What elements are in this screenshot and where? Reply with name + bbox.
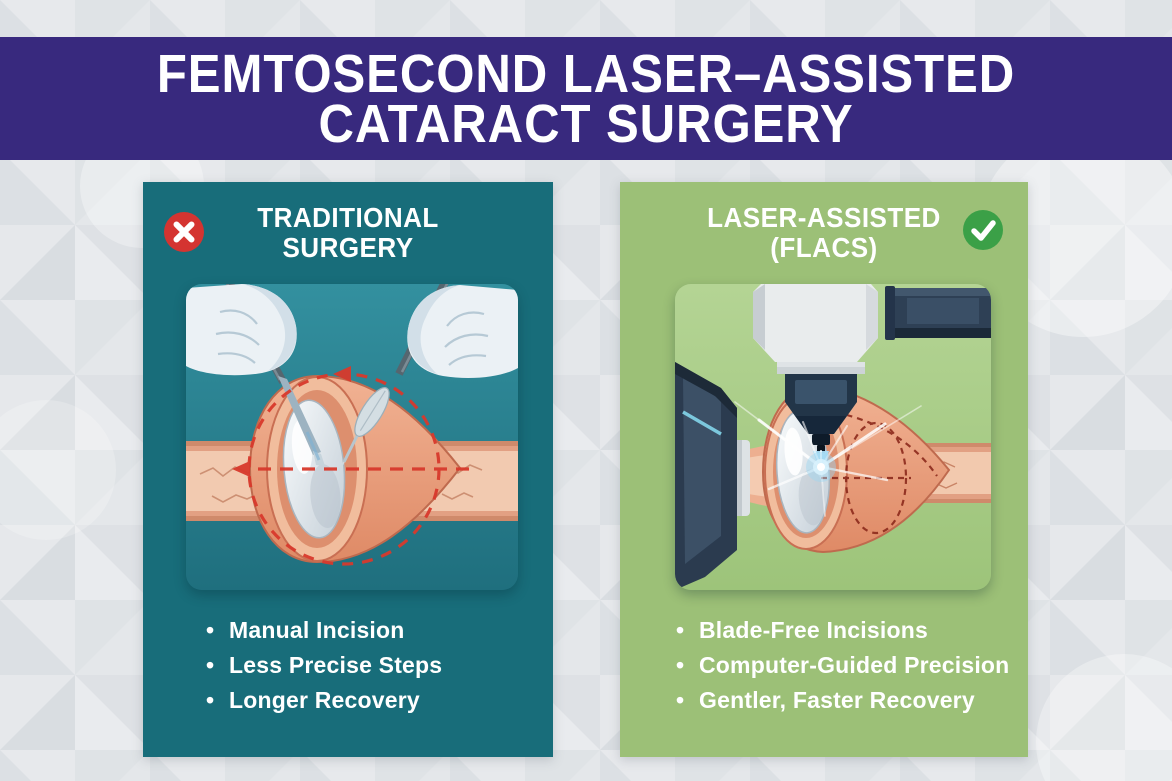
list-item: Blade-Free Incisions <box>676 613 1024 648</box>
docking-microscope <box>675 362 783 590</box>
page-title: FEMTOSECOND LASER–ASSISTED CATARACT SURG… <box>53 43 1120 154</box>
laser-assisted-flacs-card: LASER-ASSISTED (FLACS) <box>620 182 1028 757</box>
manual-incision-illustration <box>186 284 518 590</box>
x-icon <box>163 211 205 253</box>
laser-beam <box>734 401 922 517</box>
laser-device <box>753 284 991 453</box>
laser-pattern-guide <box>821 408 938 535</box>
traditional-points-list: Manual Incision Less Precise Steps Longe… <box>206 613 549 718</box>
page-title-line1: FEMTOSECOND LASER–ASSISTED <box>156 43 1016 104</box>
traditional-title-line2: SURGERY <box>282 232 414 263</box>
surgeon-hands <box>186 284 518 472</box>
flacs-title-line2: (FLACS) <box>770 232 878 263</box>
check-icon <box>962 209 1004 251</box>
flacs-title-line1: LASER-ASSISTED <box>707 202 941 233</box>
traditional-surgery-card: TRADITIONAL SURGERY <box>143 182 553 757</box>
list-item: Gentler, Faster Recovery <box>676 683 1024 718</box>
flacs-points-list: Blade-Free Incisions Computer-Guided Pre… <box>676 613 1024 718</box>
flacs-card-title: LASER-ASSISTED (FLACS) <box>634 203 1013 263</box>
list-item: Manual Incision <box>206 613 549 648</box>
list-item: Longer Recovery <box>206 683 549 718</box>
traditional-card-title: TRADITIONAL SURGERY <box>157 203 538 263</box>
traditional-title-line1: TRADITIONAL <box>257 202 439 233</box>
cataract-lens <box>282 399 346 539</box>
title-banner: FEMTOSECOND LASER–ASSISTED CATARACT SURG… <box>0 37 1172 160</box>
red-dashed-incision-guide <box>232 366 476 566</box>
list-item: Less Precise Steps <box>206 648 549 683</box>
laser-surgery-illustration <box>675 284 991 590</box>
page-title-line2: CATARACT SURGERY <box>318 93 854 154</box>
list-item: Computer-Guided Precision <box>676 648 1024 683</box>
